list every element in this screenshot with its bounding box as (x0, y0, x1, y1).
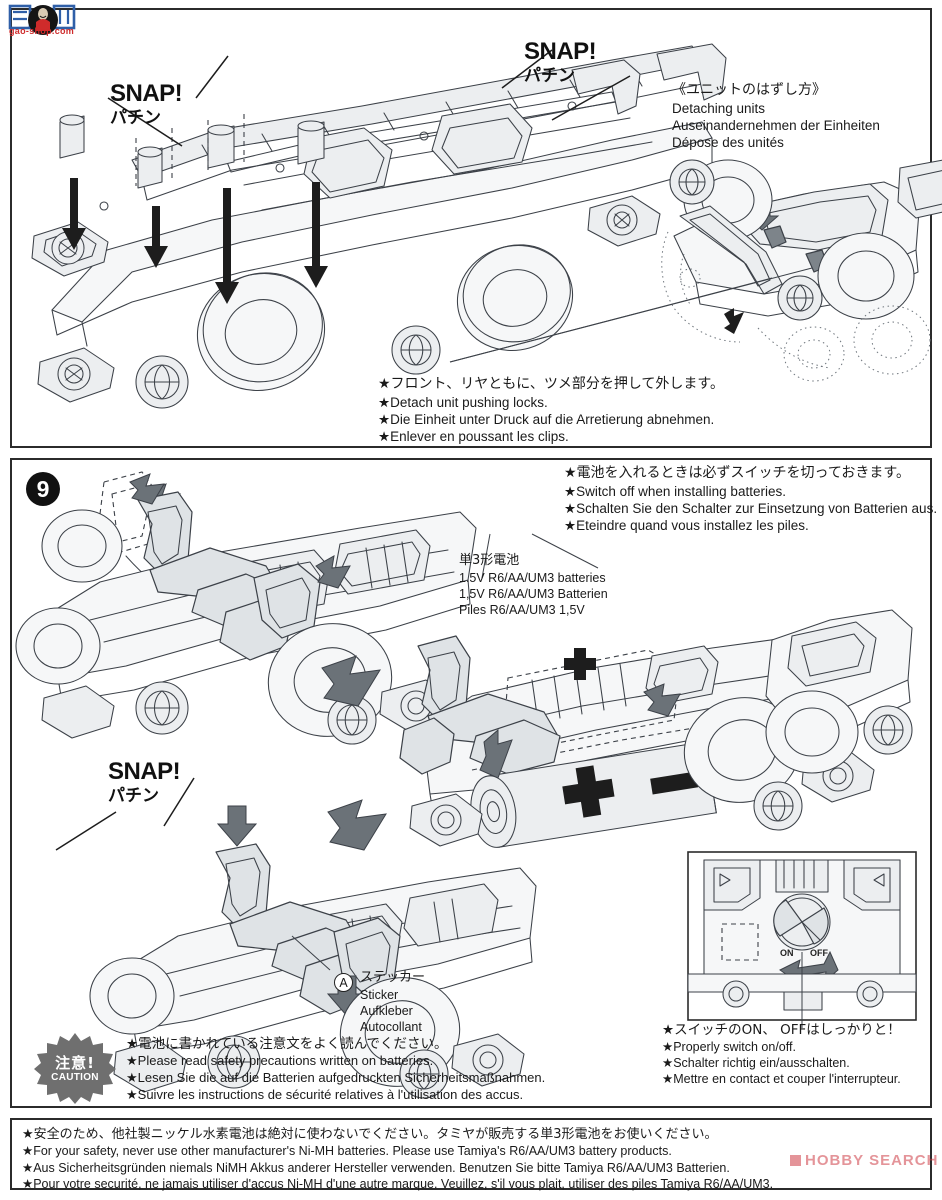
starburst-shape (34, 1033, 116, 1104)
detach-note-de: ★Die Einheit unter Druck auf die Arretie… (378, 412, 715, 428)
sticker-fr: Autocollant (360, 1019, 422, 1034)
caution-jp: ★電池に書かれている注意文をよく読んでください。 (126, 1036, 448, 1052)
caution-fr: ★Suivre les instructions de sécurité rel… (126, 1086, 524, 1102)
hobby-search-square-icon (790, 1155, 801, 1166)
battery-switch-note-fr: ★Eteindre quand vous installez les piles… (564, 518, 809, 534)
switch-note-jp: ★スイッチのON、 OFFはしっかりと！ (662, 1022, 901, 1038)
hobby-search-text: HOBBY SEARCH (805, 1152, 939, 1169)
battery-spec-jp: 単3形電池 (459, 553, 520, 568)
sticker-jp: ステッカー (360, 970, 426, 985)
switch-operation-note: ★スイッチのON、 OFFはしっかりと！ ★Properly switch on… (662, 1022, 901, 1087)
sticker-de: Aufkleber (360, 1003, 413, 1018)
warning-de: ★Aus Sicherheitsgründen niemals NiMH Akk… (22, 1160, 730, 1175)
detach-note-en: ★Detach unit pushing locks. (378, 394, 548, 410)
detach-title-fr: Dépose des unités (672, 135, 784, 151)
battery-switch-note-en: ★Switch off when installing batteries. (564, 483, 786, 499)
snap-callout-left: SNAP! パチン (110, 80, 183, 128)
snap-callout-lower: SNAP! パチン (108, 758, 181, 806)
detach-title-en: Detaching units (672, 100, 766, 116)
gaogang-subtext: gao-shop.com (9, 26, 75, 36)
step9-artwork: ON OFF (15, 471, 917, 1099)
snap-label-en: SNAP! (108, 758, 181, 785)
sticker-letter-badge: A (334, 973, 353, 992)
battery-switch-note-jp: ★電池を入れるときは必ずスイッチを切っておきます。 (564, 465, 911, 481)
gaogang-watermark-logo: gao-shop.com (8, 2, 80, 44)
switch-note-de: ★Schalter richtig ein/ausschalten. (662, 1056, 850, 1071)
gaogang-logo-icon (8, 4, 76, 35)
detach-instruction-note: ★フロント、リヤともに、ツメ部分を押して外します。 ★Detach unit p… (378, 376, 724, 446)
snap-label-jp: パチン (524, 66, 575, 86)
battery-spec-fr: Piles R6/AA/UM3 1,5V (459, 602, 585, 617)
battery-spec-label: 単3形電池 1.5V R6/AA/UM3 batteries 1,5V R6/A… (459, 553, 608, 618)
snap-label-en: SNAP! (110, 80, 183, 107)
sticker-en: Sticker (360, 987, 399, 1002)
battery-spec-en: 1.5V R6/AA/UM3 batteries (459, 570, 606, 585)
caution-en: ★Please read safety precautions written … (126, 1053, 434, 1069)
switch-note-en: ★Properly switch on/off. (662, 1040, 796, 1055)
warning-text-block: ★安全のため、他社製ニッケル水素電池は絶対に使わないでください。タミヤが販売する… (22, 1126, 773, 1193)
warning-fr: ★Pour votre securité, ne jamais utiliser… (22, 1177, 774, 1192)
snap-callout-right: SNAP! パチン (524, 38, 597, 86)
detaching-units-heading: 《ユニットのはずし方》 Detaching units Auseinandern… (672, 82, 880, 152)
detach-note-fr: ★Enlever en poussant les clips. (378, 429, 569, 445)
battery-spec-de: 1,5V R6/AA/UM3 Batterien (459, 586, 608, 601)
panel-step-9-battery-installation: 9 (10, 458, 937, 1108)
panel-battery-safety-warning: ★安全のため、他社製ニッケル水素電池は絶対に使わないでください。タミヤが販売する… (10, 1118, 932, 1193)
switch-note-fr: ★Mettre en contact et couper l'interrupt… (662, 1072, 901, 1087)
caution-text-block: ★電池に書かれている注意文をよく読んでください。 ★Please read sa… (126, 1036, 545, 1103)
switch-off-label: OFF (810, 948, 828, 958)
switch-on-label: ON (780, 948, 794, 958)
battery-switch-note-de: ★Schalten Sie den Schalter zur Einsetzun… (564, 501, 938, 517)
snap-label-jp: パチン (110, 108, 161, 128)
warning-en: ★For your safety, never use other manufa… (22, 1144, 672, 1159)
sticker-callout-text: ステッカー Sticker Aufkleber Autocollant (360, 970, 425, 1035)
battery-switch-note: ★電池を入れるときは必ずスイッチを切っておきます。 ★Switch off wh… (564, 465, 937, 535)
caution-de: ★Lesen Sie die auf die Batterien aufgedr… (126, 1069, 546, 1085)
panel-detaching-units: SNAP! パチン SNAP! パチン 《ユニットのはずし方》 Detachin… (10, 8, 942, 448)
caution-starburst-badge: 注意! CAUTION (34, 1032, 116, 1104)
caution-badge-en: CAUTION (51, 1072, 99, 1083)
detach-title-jp: 《ユニットのはずし方》 (672, 82, 826, 98)
detach-title-de: Auseinandernehmen der Einheiten (672, 118, 880, 134)
chassis-exploded-artwork (31, 43, 942, 409)
detach-note-jp: ★フロント、リヤともに、ツメ部分を押して外します。 (378, 376, 725, 392)
snap-label-jp: パチン (108, 786, 159, 806)
snap-label-en: SNAP! (524, 38, 597, 65)
hobby-search-watermark: HOBBY SEARCH (790, 1152, 938, 1169)
caution-badge-jp: 注意! (55, 1054, 95, 1072)
step-number-badge: 9 (26, 472, 60, 506)
warning-jp: ★安全のため、他社製ニッケル水素電池は絶対に使わないでください。タミヤが販売する… (22, 1127, 718, 1142)
